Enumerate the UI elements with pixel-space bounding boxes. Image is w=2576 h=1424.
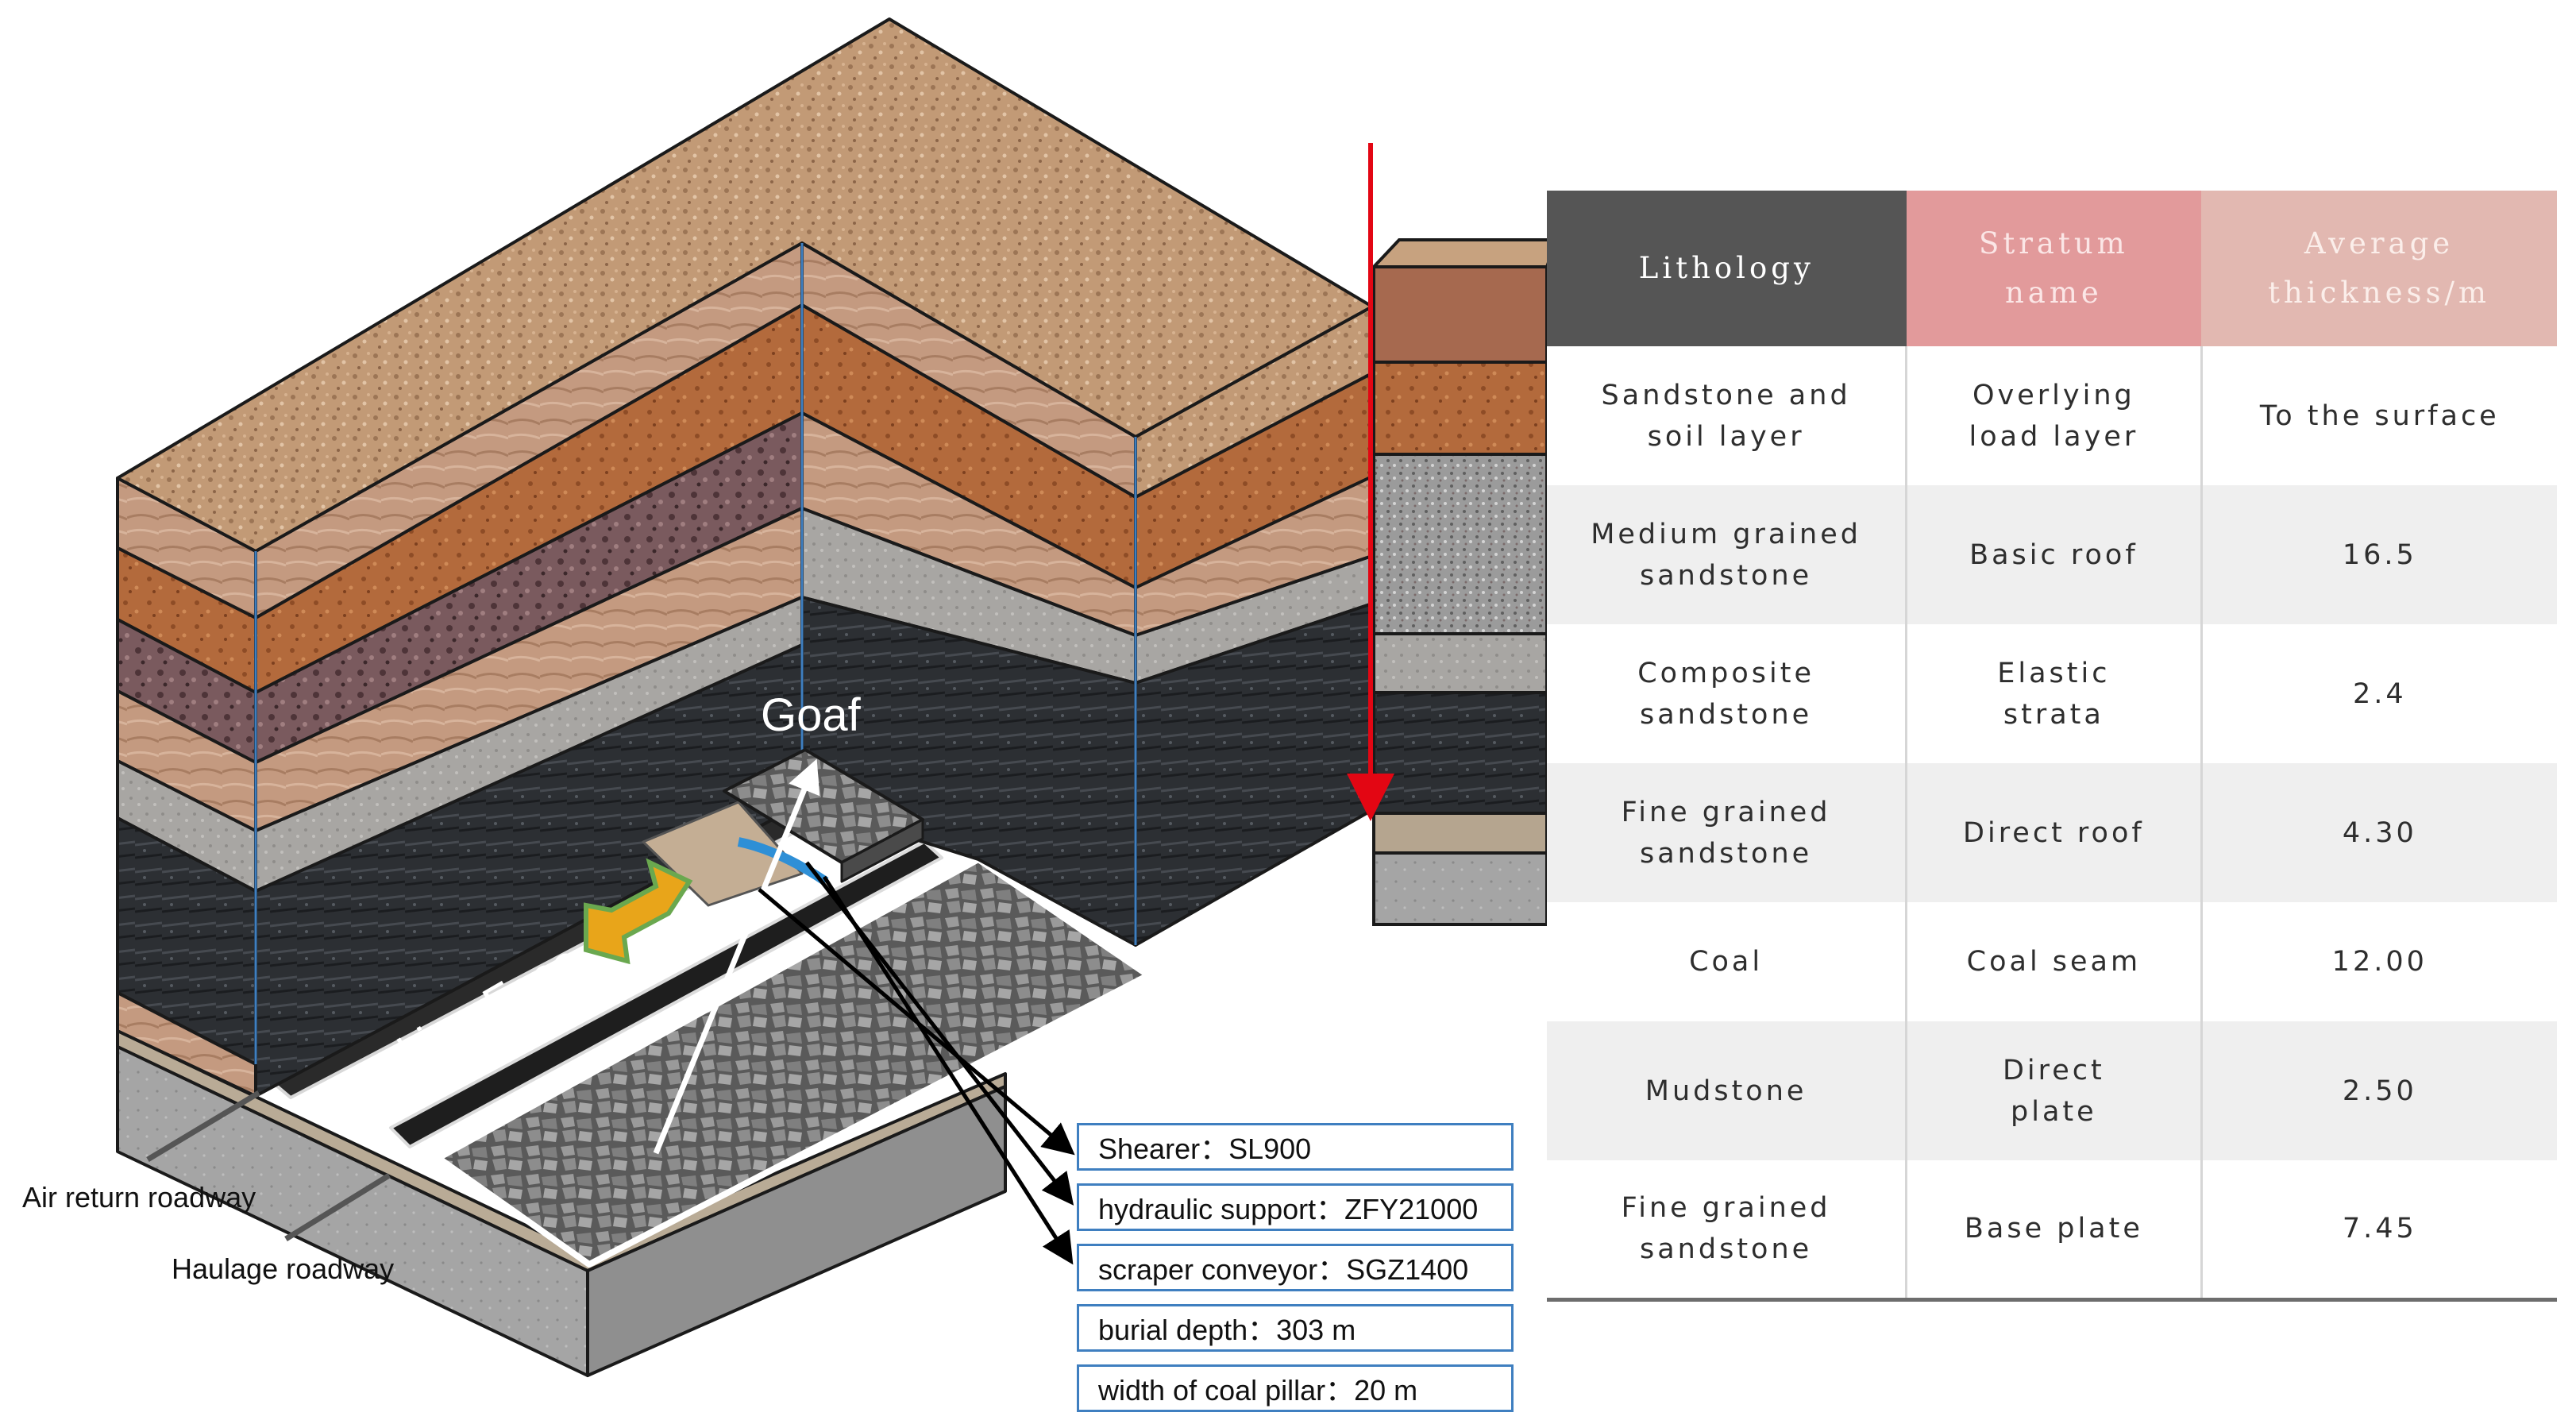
base-slab-front: [586, 1085, 1007, 1377]
lithology-cell: Mudstone: [1547, 1021, 1907, 1160]
thickness-cell: 4.30: [2200, 763, 2557, 902]
column-mudstone: [1372, 812, 1548, 855]
thickness-cell: 2.50: [2200, 1021, 2557, 1160]
column-red: [1372, 361, 1548, 456]
column-base: [1372, 851, 1548, 926]
block-model: [116, 17, 1374, 1377]
stratum-cell: Base plate: [1905, 1160, 2202, 1302]
column-gray: [1372, 632, 1548, 694]
stratum-cell: Basic roof: [1905, 485, 2202, 624]
coal-pillar-width-info-box: width of coal pillar：20 m: [1077, 1364, 1514, 1412]
column-granite: [1372, 453, 1548, 635]
scraper-conveyor-info-box: scraper conveyor：SGZ1400: [1077, 1244, 1514, 1291]
thickness-cell: 2.4: [2200, 624, 2557, 763]
column-coal: [1372, 691, 1548, 815]
stratum-cell: Direct roof: [1905, 763, 2202, 902]
thickness-cell: 7.45: [2200, 1160, 2557, 1302]
goaf-rubble-floor: [435, 856, 1151, 1268]
goaf-label: Goaf: [761, 689, 862, 741]
air-return-pointer: [146, 1090, 260, 1163]
hydraulic-support-info-box: hydraulic support：ZFY21000: [1077, 1183, 1514, 1231]
thickness-cell: To the surface: [2200, 346, 2557, 485]
burial-depth-info-box: burial depth：303 m: [1077, 1304, 1514, 1352]
haulage-pointer: [284, 1173, 391, 1241]
advance-direction-arrow: [584, 858, 693, 965]
leader-arrow-conveyor: [822, 875, 1074, 1265]
strata-column: [1370, 238, 1559, 926]
shearer-info-box: Shearer：SL900: [1077, 1123, 1514, 1171]
thickness-cell: 16.5: [2200, 485, 2557, 624]
column-sand: [1372, 265, 1548, 364]
goaf-block-side: [840, 818, 924, 883]
lithology-cell: Coal: [1547, 902, 1907, 1021]
header-lithology: Lithology: [1547, 191, 1907, 346]
column-top: [1370, 238, 1559, 268]
haulage-roadway-label: Haulage roadway: [172, 1252, 394, 1285]
air-return-roadway-label: Air return roadway: [22, 1181, 256, 1214]
goaf-pointer-arrow: [653, 758, 820, 1155]
stratum-cell: Coal seam: [1905, 902, 2202, 1021]
table-row: Coal Coal seam 12.00: [1547, 902, 2557, 1021]
thickness-cell: 12.00: [2200, 902, 2557, 1021]
